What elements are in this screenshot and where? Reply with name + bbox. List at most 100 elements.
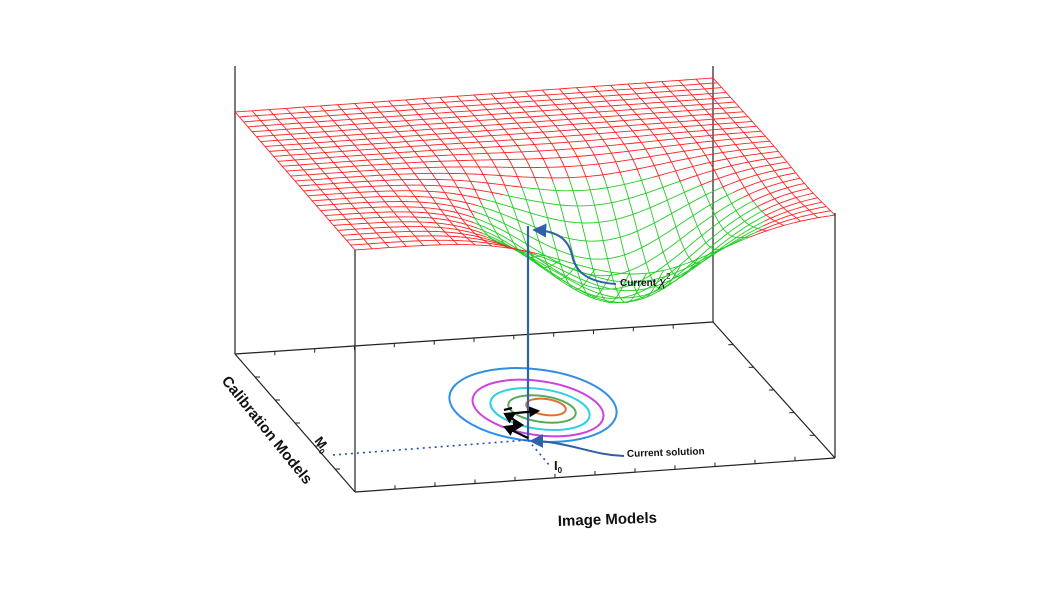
mesh-segment bbox=[656, 122, 663, 124]
i0-label: I0 bbox=[554, 458, 563, 475]
mesh-segment bbox=[641, 294, 648, 298]
mesh-segment bbox=[415, 131, 418, 135]
mesh-segment bbox=[735, 143, 742, 146]
mesh-segment bbox=[665, 259, 668, 264]
mesh-segment bbox=[543, 112, 546, 115]
mesh-segment bbox=[639, 294, 646, 297]
mesh-segment bbox=[327, 141, 334, 143]
mesh-segment bbox=[492, 195, 496, 200]
mesh-segment bbox=[381, 239, 384, 242]
mesh-segment bbox=[616, 112, 619, 115]
mesh-segment bbox=[655, 154, 662, 157]
mesh-segment bbox=[619, 172, 622, 177]
mesh-segment bbox=[376, 108, 380, 111]
mesh-segment bbox=[672, 254, 680, 260]
mesh-segment bbox=[714, 213, 717, 218]
mesh-segment bbox=[760, 130, 763, 134]
mesh-segment bbox=[752, 141, 759, 144]
mesh-segment bbox=[645, 84, 648, 87]
mesh-segment bbox=[745, 148, 752, 150]
mesh-segment bbox=[447, 223, 454, 226]
mesh-segment bbox=[496, 142, 500, 145]
mesh-segment bbox=[659, 119, 662, 122]
mesh-segment bbox=[779, 220, 786, 224]
mesh-segment bbox=[591, 194, 594, 200]
mesh-segment bbox=[539, 255, 546, 259]
mesh-segment bbox=[638, 236, 641, 243]
mesh-segment bbox=[629, 181, 636, 184]
mesh-segment bbox=[424, 201, 431, 204]
mesh-segment bbox=[618, 231, 621, 238]
mesh-segment bbox=[615, 217, 622, 220]
mesh-segment bbox=[804, 204, 811, 207]
mesh-segment bbox=[612, 155, 615, 160]
mesh-segment bbox=[343, 236, 346, 239]
mesh-segment bbox=[744, 234, 751, 238]
mesh-segment bbox=[790, 172, 796, 175]
mesh-segment bbox=[716, 152, 723, 154]
mesh-segment bbox=[702, 217, 710, 223]
mesh-segment bbox=[764, 213, 767, 216]
mesh-segment bbox=[534, 102, 538, 105]
mesh-segment bbox=[489, 243, 491, 246]
mesh-segment bbox=[445, 103, 448, 106]
mesh-segment bbox=[323, 157, 330, 159]
mesh-segment bbox=[467, 238, 470, 241]
mesh-segment bbox=[705, 237, 713, 243]
mesh-segment bbox=[577, 288, 584, 293]
mesh-segment bbox=[667, 197, 674, 201]
mesh-segment bbox=[464, 227, 471, 230]
contour-4 bbox=[507, 394, 577, 424]
mesh-segment bbox=[377, 150, 380, 153]
mesh-segment bbox=[778, 174, 785, 177]
mesh-segment bbox=[706, 131, 709, 135]
mesh-segment bbox=[693, 96, 696, 99]
mesh-segment bbox=[598, 221, 605, 223]
mesh-segment bbox=[394, 107, 397, 110]
mesh-segment bbox=[651, 212, 654, 218]
mesh-segment bbox=[694, 260, 697, 263]
mesh-segment bbox=[737, 239, 744, 243]
mesh-segment bbox=[312, 118, 316, 121]
mesh-segment bbox=[777, 181, 784, 185]
mesh-segment bbox=[671, 209, 678, 214]
mesh-segment bbox=[398, 197, 401, 201]
mesh-segment bbox=[520, 240, 527, 245]
mesh-segment bbox=[308, 197, 312, 200]
mesh-segment bbox=[591, 116, 597, 119]
mesh-segment bbox=[756, 146, 763, 149]
mesh-segment bbox=[646, 197, 650, 203]
mesh-segment bbox=[381, 218, 384, 221]
mesh-segment bbox=[741, 169, 748, 172]
mesh-segment bbox=[606, 271, 613, 273]
mesh-segment bbox=[433, 236, 436, 240]
mesh-segment bbox=[695, 172, 698, 176]
mesh-segment bbox=[510, 185, 517, 187]
mesh-segment bbox=[531, 110, 537, 113]
mesh-segment bbox=[479, 122, 482, 125]
mesh-segment bbox=[736, 137, 743, 140]
mesh-segment bbox=[654, 219, 661, 224]
mesh-segment bbox=[368, 140, 371, 143]
mesh-segment bbox=[708, 169, 715, 173]
mesh-segment bbox=[694, 247, 701, 253]
mesh-segment bbox=[592, 90, 598, 93]
mesh-segment bbox=[728, 181, 735, 185]
mesh-segment bbox=[666, 199, 670, 205]
mesh-segment bbox=[296, 174, 303, 177]
mesh-segment bbox=[487, 242, 494, 245]
mesh-segment bbox=[457, 186, 464, 189]
mesh-segment bbox=[668, 182, 675, 186]
mesh-segment bbox=[558, 272, 566, 277]
mesh-segment bbox=[658, 139, 665, 142]
mesh-segment bbox=[749, 182, 756, 186]
mesh-segment bbox=[564, 276, 571, 281]
mesh-segment bbox=[579, 216, 583, 224]
mesh-segment bbox=[416, 237, 419, 240]
mesh-segment bbox=[466, 237, 473, 239]
mesh-segment bbox=[338, 189, 342, 193]
mesh-segment bbox=[564, 95, 567, 98]
mesh-segment bbox=[462, 123, 465, 126]
mesh-segment bbox=[539, 107, 542, 110]
mesh-segment bbox=[744, 184, 751, 188]
